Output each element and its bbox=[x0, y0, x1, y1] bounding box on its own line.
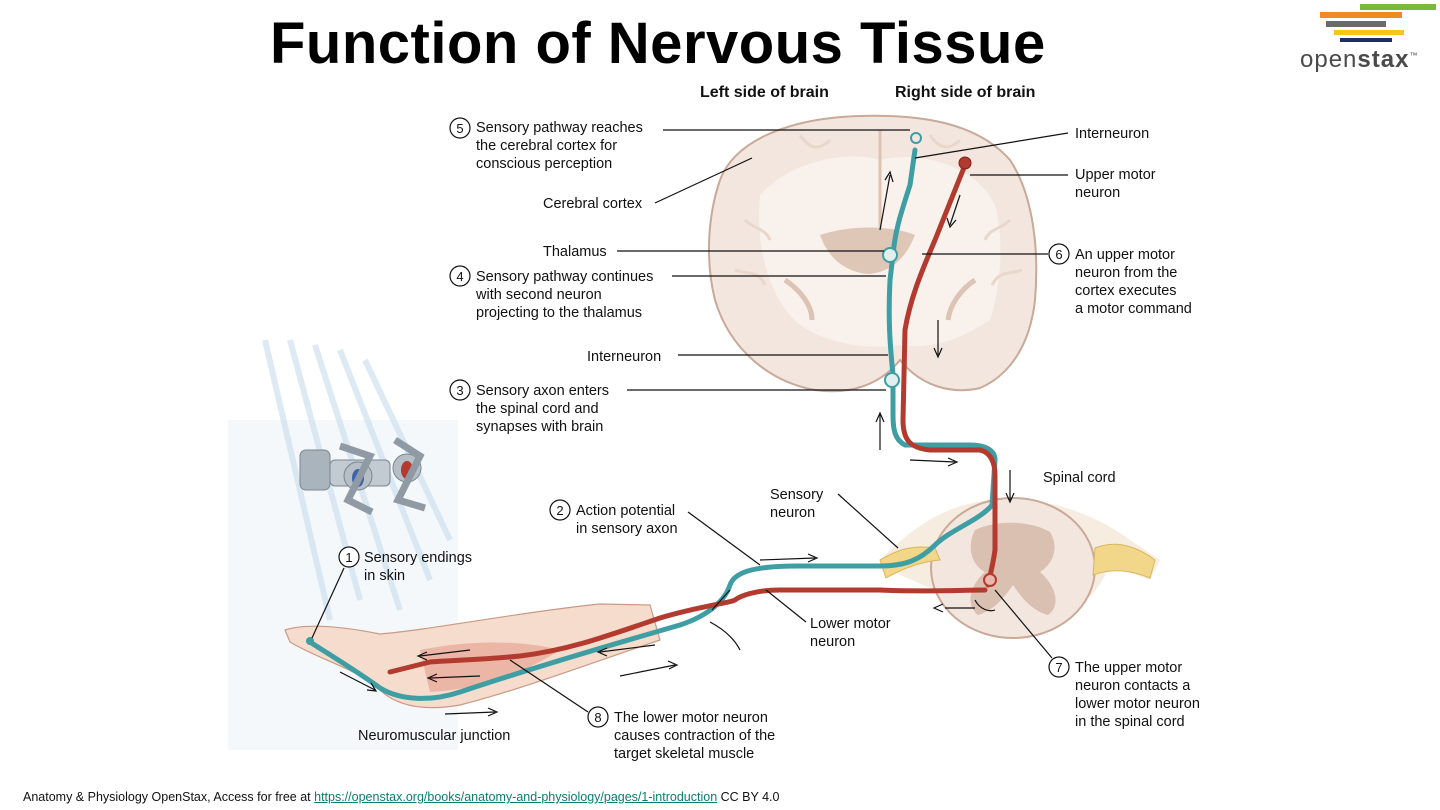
step-7-line-3: lower motor neuron bbox=[1075, 696, 1200, 712]
neuromuscular-junction-label: Neuromuscular junction bbox=[358, 728, 510, 744]
openstax-logo: openstax™ bbox=[1300, 2, 1440, 74]
step-5-marker bbox=[449, 117, 471, 139]
page-title: Function of Nervous Tissue bbox=[270, 11, 1046, 76]
step-3-line-1: Sensory axon enters bbox=[476, 383, 609, 399]
step-7-line-4: in the spinal cord bbox=[1075, 714, 1185, 730]
right-brain-header: Right side of brain bbox=[895, 84, 1035, 101]
step-2-line-1: Action potential bbox=[576, 503, 675, 519]
step-4-number: 4 bbox=[456, 269, 463, 284]
step-8-number: 8 bbox=[594, 710, 601, 725]
upper-motor-neuron-line-2: neuron bbox=[1075, 185, 1120, 201]
step-6-marker bbox=[1048, 243, 1070, 265]
footer-link[interactable]: https://openstax.org/books/anatomy-and-p… bbox=[314, 790, 718, 804]
direction-arrows bbox=[339, 170, 1015, 717]
step-5-callout: 5 Sensory pathway reaches the cerebral c… bbox=[449, 117, 910, 172]
upper-motor-neuron-line-1: Upper motor bbox=[1075, 167, 1156, 183]
step-4-line-3: projecting to the thalamus bbox=[476, 305, 642, 321]
sensory-pathway bbox=[307, 147, 998, 701]
step-7-number: 7 bbox=[1055, 660, 1062, 675]
step-1-number: 1 bbox=[345, 550, 352, 565]
left-brain-header: Left side of brain bbox=[700, 84, 829, 101]
step-7-line-2: neuron contacts a bbox=[1075, 678, 1191, 694]
step-7-marker bbox=[1048, 656, 1070, 678]
motor-pathway bbox=[387, 162, 998, 675]
step-7-callout: 7 The upper motor neuron contacts a lowe… bbox=[994, 589, 1200, 730]
step-6-number: 6 bbox=[1055, 247, 1062, 262]
step-3-line-2: the spinal cord and bbox=[476, 401, 599, 417]
spinal-cord-label: Spinal cord bbox=[1043, 470, 1116, 486]
step-6-line-1: An upper motor bbox=[1075, 247, 1175, 263]
step-2-line-2: in sensory axon bbox=[576, 521, 678, 537]
step-5-line-1: Sensory pathway reaches bbox=[476, 120, 643, 136]
step-3-line-3: synapses with brain bbox=[476, 419, 603, 435]
cerebral-cortex-callout: Cerebral cortex bbox=[543, 157, 753, 212]
step-7-line-1: The upper motor bbox=[1075, 660, 1182, 676]
step-4-callout: 4 Sensory pathway continues with second … bbox=[449, 265, 886, 321]
step-4-marker bbox=[449, 265, 471, 287]
spinal-cord-section bbox=[879, 497, 1160, 639]
interneuron-right-callout: Interneuron bbox=[914, 126, 1149, 159]
sensory-neuron-line-2: neuron bbox=[770, 505, 815, 521]
logo-bars-icon bbox=[1320, 4, 1436, 42]
cerebral-cortex-label: Cerebral cortex bbox=[543, 196, 643, 212]
lower-motor-neuron-line-2: neuron bbox=[810, 634, 855, 650]
upper-motor-neuron-callout: Upper motor neuron bbox=[970, 167, 1156, 201]
step-8-marker bbox=[587, 706, 609, 728]
step-8-callout: 8 The lower motor neuron causes contract… bbox=[509, 659, 775, 762]
step-2-callout: 2 Action potential in sensory axon bbox=[549, 499, 761, 566]
step-1-line-2: in skin bbox=[364, 568, 405, 584]
step-4-line-1: Sensory pathway continues bbox=[476, 269, 653, 285]
sensory-neuron-line-1: Sensory bbox=[770, 487, 824, 503]
step-2-number: 2 bbox=[556, 503, 563, 518]
step-4-line-2: with second neuron bbox=[475, 287, 602, 303]
step-8-line-2: causes contraction of the bbox=[614, 728, 775, 744]
lower-motor-neuron-line-1: Lower motor bbox=[810, 616, 891, 632]
step-3-callout: 3 Sensory axon enters the spinal cord an… bbox=[449, 379, 886, 435]
step-3-number: 3 bbox=[456, 383, 463, 398]
interneuron-left-callout: Interneuron bbox=[587, 349, 888, 365]
lower-motor-neuron-callout: Lower motor neuron bbox=[765, 589, 891, 650]
step-2-marker bbox=[549, 499, 571, 521]
step-1-line-1: Sensory endings bbox=[364, 550, 472, 566]
step-1-marker bbox=[338, 546, 360, 568]
interneuron-left-label: Interneuron bbox=[587, 349, 661, 365]
interneuron-right-label: Interneuron bbox=[1075, 126, 1149, 142]
step-5-number: 5 bbox=[456, 121, 463, 136]
step-6-line-2: neuron from the bbox=[1075, 265, 1177, 281]
faucet-icon bbox=[299, 437, 426, 516]
thalamus-callout: Thalamus bbox=[543, 244, 884, 260]
attribution-footer: Anatomy & Physiology OpenStax, Access fo… bbox=[23, 790, 779, 804]
step-6-line-4: a motor command bbox=[1075, 301, 1192, 317]
step-3-marker bbox=[449, 379, 471, 401]
thalamus-label: Thalamus bbox=[543, 244, 607, 260]
footer-prefix: Anatomy & Physiology OpenStax, Access fo… bbox=[23, 790, 315, 804]
step-6-line-3: cortex executes bbox=[1075, 283, 1177, 299]
brain-section bbox=[707, 114, 1038, 393]
logo-trademark: ™ bbox=[1409, 51, 1419, 60]
nervous-pathway-diagram: Left side of brain Right side of brain 5… bbox=[228, 84, 1200, 762]
step-8-line-3: target skeletal muscle bbox=[614, 746, 754, 762]
step-8-line-1: The lower motor neuron bbox=[614, 710, 768, 726]
step-5-line-2: the cerebral cortex for bbox=[476, 138, 617, 154]
sensory-neuron-callout: Sensory neuron bbox=[770, 487, 899, 549]
logo-text-light: open bbox=[1300, 46, 1358, 73]
step-6-callout: 6 An upper motor neuron from the cortex … bbox=[922, 243, 1192, 317]
synapse-markers bbox=[306, 132, 997, 645]
step-1-callout: 1 Sensory endings in skin bbox=[311, 546, 472, 639]
step-5-line-3: conscious perception bbox=[476, 156, 612, 172]
logo-text-bold: stax bbox=[1357, 46, 1410, 73]
footer-suffix: CC BY 4.0 bbox=[717, 790, 780, 804]
